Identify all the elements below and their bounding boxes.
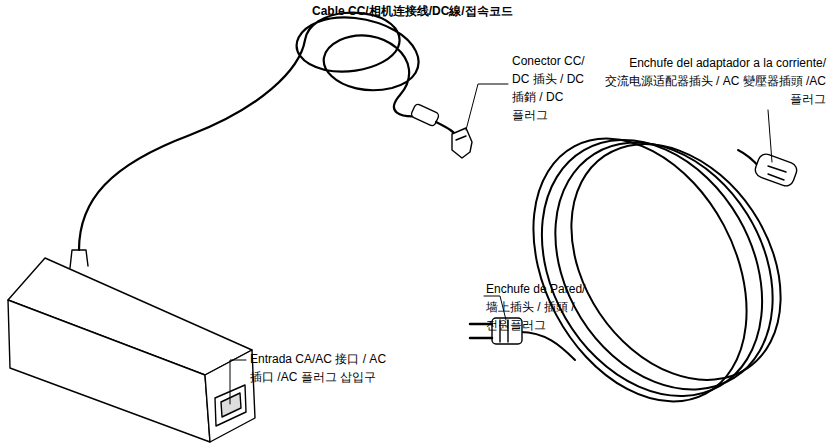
part-label: Conector CC/ DC 插头 / DC 插銷 / DC 플러그 bbox=[512, 52, 594, 124]
part-label: Enchufe de Pared/ 墙上插头 / 插頭 / 전원플러그 bbox=[486, 280, 626, 334]
leader-line bbox=[466, 84, 508, 130]
part-label: Entrada CA/AC 接口 / AC 插口 /AC 플러그 삽입구 bbox=[250, 350, 410, 386]
ac-inlet-socket bbox=[221, 393, 241, 417]
adapter-front bbox=[205, 350, 255, 442]
dc-connector-detail bbox=[456, 136, 466, 140]
ferrite-core bbox=[410, 103, 439, 127]
part-label: Enchufe del adaptador a la corriente/ 交流… bbox=[588, 54, 826, 108]
leader-line bbox=[230, 360, 246, 404]
strain-relief bbox=[70, 250, 88, 268]
ac-connector-detail bbox=[768, 166, 786, 180]
leader-line bbox=[768, 110, 772, 162]
dc-connector bbox=[452, 128, 472, 158]
adapter-side bbox=[8, 300, 210, 442]
dc-cable bbox=[79, 13, 420, 250]
power-cord bbox=[490, 100, 823, 438]
ac-connector bbox=[753, 152, 799, 188]
part-label: Cable CC/相机连接线/DC線/접속코드 bbox=[312, 2, 632, 20]
